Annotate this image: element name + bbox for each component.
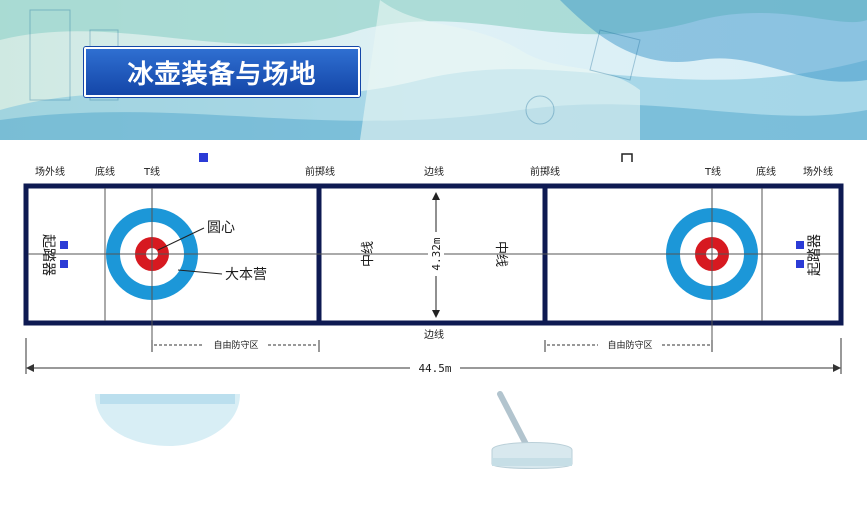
house-right: [664, 208, 760, 300]
free-guard-zone-left: 自由防守区: [151, 339, 320, 352]
decor-illustration: [95, 391, 573, 469]
label-back-line-right: 底线: [756, 165, 776, 178]
curling-broom-icon: [491, 391, 573, 469]
label-center-line-left: 中线: [361, 241, 376, 267]
free-guard-zone-right: 自由防守区: [544, 339, 713, 352]
label-length: 44.5m: [418, 362, 451, 375]
label-back-line-left: 底线: [95, 165, 115, 178]
label-hog-line-right: 前掷线: [530, 165, 560, 178]
curling-sheet-diagram: 场外线 底线 T线 前掷线 边线 前掷线 T线 底线 场外线 圆心 大本营 起: [23, 153, 844, 375]
label-center-line-right: 中线: [493, 241, 508, 267]
curling-stone-icon: [95, 394, 240, 446]
label-t-line-right: T线: [704, 165, 721, 178]
label-outer-line-right: 场外线: [803, 165, 833, 178]
hack-marker-top: [199, 153, 208, 162]
label-t-line-left: T线: [143, 165, 160, 178]
label-free-guard-zone-left: 自由防守区: [213, 339, 258, 351]
label-side-line-top: 边线: [424, 165, 444, 178]
label-outer-line-left: 场外线: [35, 165, 65, 178]
page-title: 冰壶装备与场地: [84, 47, 360, 97]
header-banner: [0, 0, 867, 140]
house-pointer: [177, 269, 223, 275]
label-button: 圆心: [207, 220, 235, 236]
label-hack-left: 起踏器: [40, 234, 56, 276]
label-house: 大本营: [225, 267, 267, 283]
hack-right-bottom: [796, 260, 804, 268]
length-dimension: 44.5m: [25, 338, 842, 375]
button-pointer: [157, 227, 205, 251]
hack-left-top: [60, 241, 68, 249]
label-free-guard-zone-right: 自由防守区: [607, 339, 652, 351]
hack-left-bottom: [60, 260, 68, 268]
label-side-line-bottom: 边线: [424, 328, 444, 341]
label-width: 4.32m: [430, 237, 443, 270]
house-left: [105, 208, 200, 300]
label-hack-right: 起踏器: [807, 234, 823, 276]
small-mark-top: [621, 153, 633, 162]
label-hog-line-left: 前掷线: [305, 165, 335, 178]
hack-right-top: [796, 241, 804, 249]
